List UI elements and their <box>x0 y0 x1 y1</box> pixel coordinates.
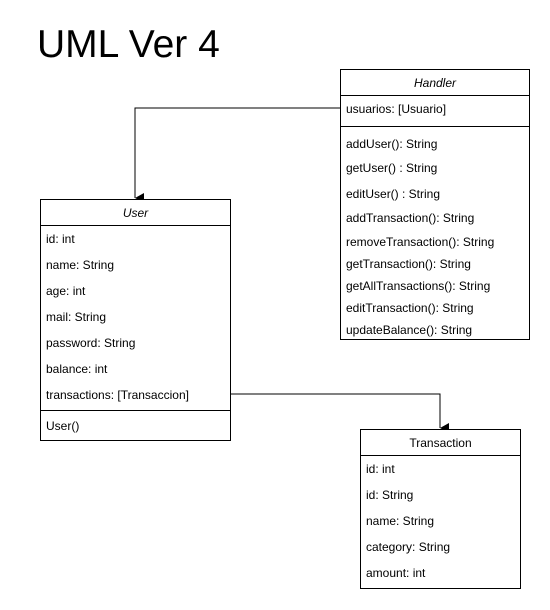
user-attribute-password: password: String <box>46 336 136 350</box>
handler-method-adduser: addUser(): String <box>346 137 438 151</box>
user-methods-section: User() <box>41 410 230 440</box>
user-method-constructor: User() <box>46 419 80 433</box>
transaction-attribute-id-int: id: int <box>366 462 395 476</box>
handler-method-getalltransactions: getAllTransactions(): String <box>346 279 491 293</box>
diagram-title: UML Ver 4 <box>37 23 220 66</box>
user-to-transaction-connector <box>231 393 449 433</box>
transaction-class-box: Transaction id: int id: String name: Str… <box>360 429 521 589</box>
handler-class-name: Handler <box>341 70 529 96</box>
handler-method-removetransaction: removeTransaction(): String <box>346 235 495 249</box>
user-attribute-name: name: String <box>46 258 115 272</box>
user-attribute-balance: balance: int <box>46 362 108 376</box>
user-attribute-age: age: int <box>46 284 86 298</box>
user-attribute-id: id: int <box>46 232 75 246</box>
handler-to-user-connector <box>134 107 340 203</box>
handler-attribute-usuarios: usuarios: [Usuario] <box>346 102 447 116</box>
handler-class-box: Handler usuarios: [Usuario] addUser(): S… <box>340 69 530 340</box>
user-attribute-mail: mail: String <box>46 310 107 324</box>
transaction-attribute-amount: amount: int <box>366 566 426 580</box>
user-attributes-section: id: int name: String age: int mail: Stri… <box>41 226 230 410</box>
handler-attributes-section: usuarios: [Usuario] <box>341 96 529 126</box>
transaction-attribute-category: category: String <box>366 540 451 554</box>
user-class-name: User <box>41 200 230 226</box>
user-class-box: User id: int name: String age: int mail:… <box>40 199 231 441</box>
handler-method-edituser: editUser() : String <box>346 187 441 201</box>
handler-method-edittransaction: editTransaction(): String <box>346 301 474 315</box>
transaction-attributes-section: id: int id: String name: String category… <box>361 456 520 588</box>
transaction-attribute-id-string: id: String <box>366 488 414 502</box>
user-attribute-transactions: transactions: [Transaccion] <box>46 388 189 402</box>
handler-method-getuser: getUser() : String <box>346 161 438 175</box>
transaction-class-name: Transaction <box>361 430 520 456</box>
handler-method-addtransaction: addTransaction(): String <box>346 211 475 225</box>
transaction-attribute-name: name: String <box>366 514 435 528</box>
handler-method-updatebalance: updateBalance(): String <box>346 323 473 337</box>
handler-method-gettransaction: getTransaction(): String <box>346 257 471 271</box>
handler-methods-section: addUser(): String getUser() : String edi… <box>341 126 529 339</box>
